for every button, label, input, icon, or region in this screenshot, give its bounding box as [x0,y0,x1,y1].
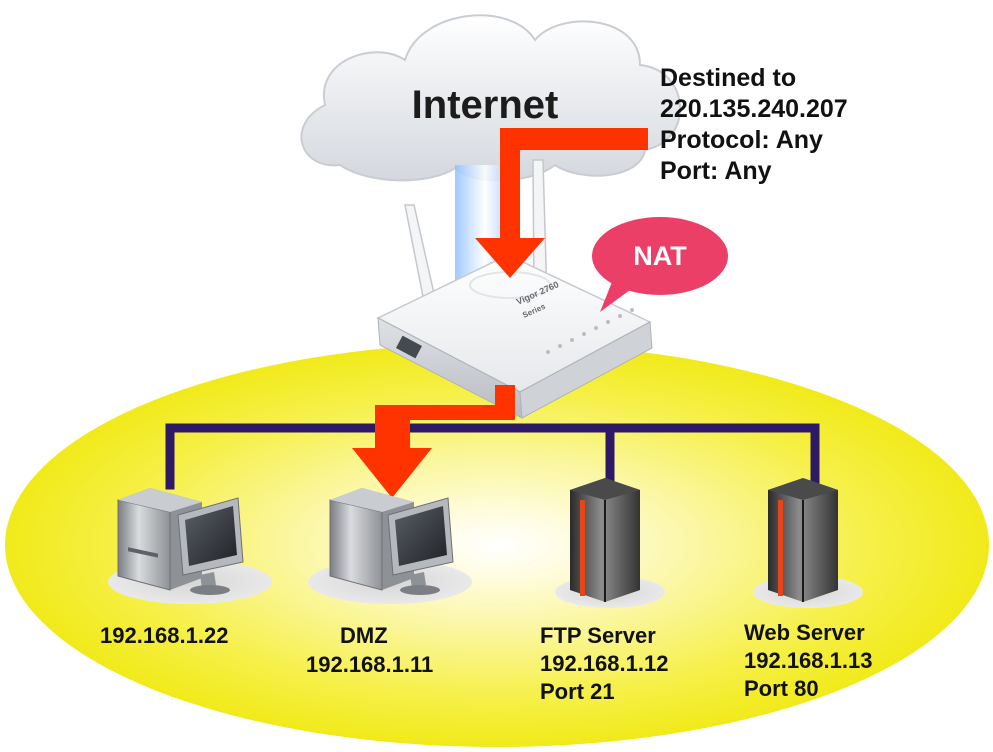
protocol-label: Protocol: Any [660,126,823,154]
destined-to-label: Destined to [660,64,796,92]
destination-ip: 220.135.240.207 [660,95,848,123]
lan-lines [165,423,820,495]
nat-bubble: NAT [592,217,728,312]
host-ftp-server [555,478,665,608]
host-2-ip: 192.168.1.11 [306,652,433,677]
web-server-stripe [778,500,783,596]
host-web-server [753,478,863,608]
port-label: Port: Any [660,157,772,185]
host-3-ip: 192.168.1.12 [540,651,668,676]
dmz-arrow [352,385,515,498]
destination-info: Destined to 220.135.240.207 Protocol: An… [660,64,848,185]
host-4-ip: 192.168.1.13 [744,648,872,673]
nat-label: NAT [633,241,687,271]
host-pc-dmz [308,488,472,604]
host-4-title: Web Server [744,620,865,645]
host-1-ip: 192.168.1.22 [100,623,228,648]
lan-ellipse [5,343,989,747]
router: Vigor 2760 Series [376,159,653,419]
host-pc-1 [108,488,272,604]
ftp-server-stripe [580,500,585,596]
internet-label: Internet [412,83,559,127]
host-3-port: Port 21 [540,679,615,704]
inbound-arrow [475,128,648,278]
host-labels: 192.168.1.22 DMZ 192.168.1.11 FTP Server… [100,620,872,704]
router-leds [546,308,634,354]
internet-cloud: Internet [300,14,681,182]
host-3-title: FTP Server [540,623,656,648]
host-2-title: DMZ [340,623,388,648]
host-4-port: Port 80 [744,676,819,701]
